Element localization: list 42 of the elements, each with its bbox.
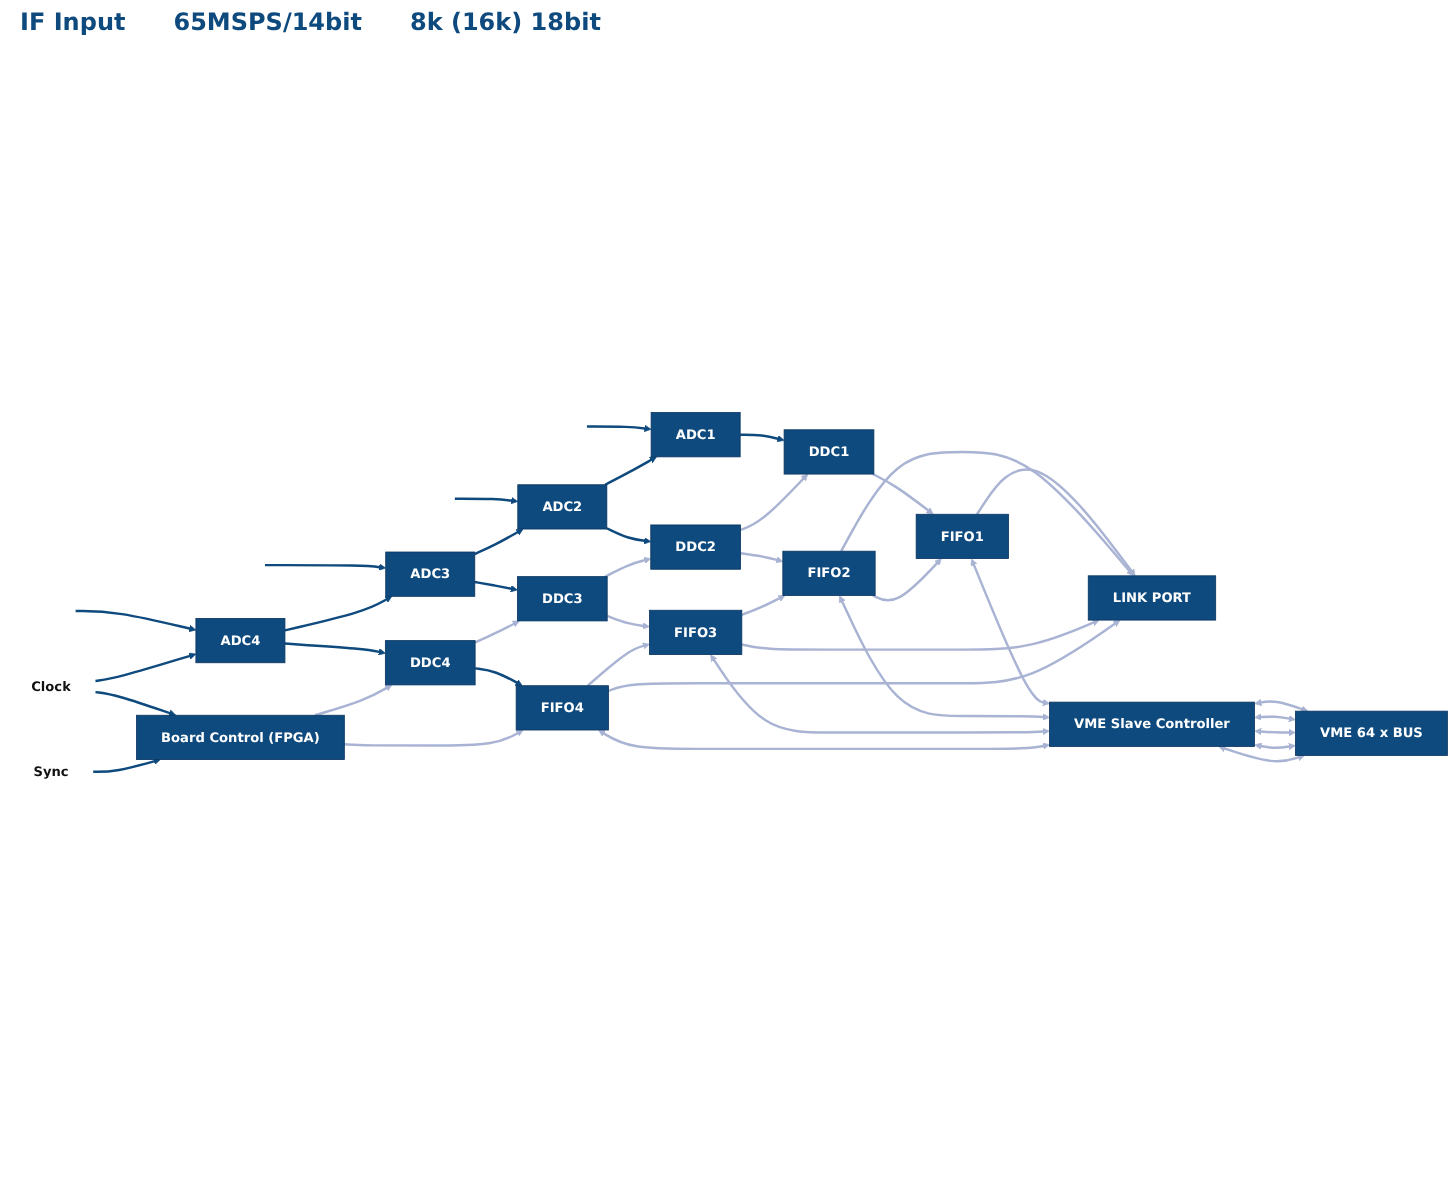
arrow — [284, 643, 386, 657]
arrow — [265, 564, 387, 572]
arrow — [93, 758, 161, 774]
column-note: 8k (16k) 18bit — [409, 8, 601, 36]
arrow — [1218, 745, 1305, 764]
arrow — [75, 610, 197, 633]
arrow — [608, 620, 1121, 693]
arrow — [604, 557, 652, 579]
arrow — [474, 529, 524, 556]
arrow — [474, 621, 520, 645]
arrow — [586, 643, 650, 688]
arrow — [606, 527, 652, 546]
arrow — [710, 655, 1050, 736]
arrow — [840, 451, 1134, 577]
arrow — [740, 552, 784, 564]
arrow — [1254, 728, 1296, 737]
arrow — [838, 596, 1050, 722]
arrow — [454, 497, 519, 505]
arrow — [741, 620, 1100, 652]
arrow — [1254, 714, 1296, 723]
arrow — [606, 615, 650, 631]
arrow — [95, 691, 177, 718]
arrow — [586, 425, 652, 433]
arrow — [740, 434, 785, 443]
column-note: IF Input — [20, 8, 126, 36]
arrow — [314, 685, 393, 718]
arrow — [872, 558, 942, 603]
arrow — [474, 581, 518, 593]
arrow — [1254, 743, 1296, 751]
arrow — [604, 457, 657, 487]
arrow — [598, 730, 1050, 751]
arrow — [975, 469, 1136, 577]
arrow — [970, 559, 1050, 707]
arrow — [284, 596, 393, 633]
arrow — [872, 473, 934, 516]
arrow — [475, 667, 523, 687]
arrow — [740, 474, 809, 532]
arrow — [1254, 699, 1309, 714]
arrow — [741, 595, 786, 617]
arrow — [95, 653, 197, 683]
column-note: 65MSPS/14bit — [173, 8, 362, 36]
arrow — [344, 730, 524, 748]
